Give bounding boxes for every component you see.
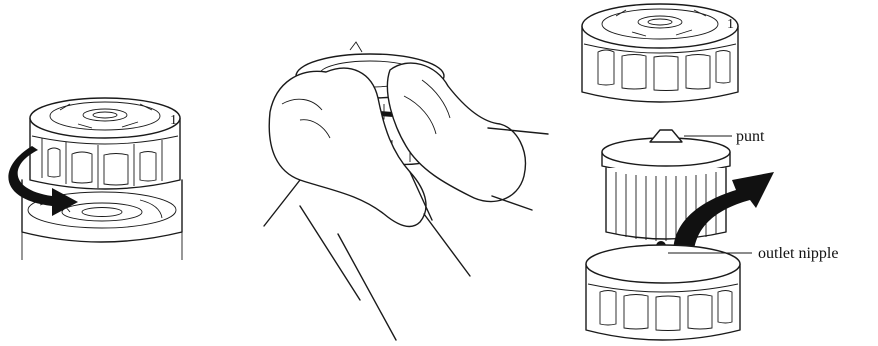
upper-cap: [30, 98, 180, 189]
outlet-nipple-label: outlet nipple: [758, 245, 838, 262]
exploded-bottom-housing: [586, 245, 740, 340]
exploded-top-cap: [582, 4, 738, 102]
panel-hands: [264, 42, 548, 340]
punt-label: punt: [736, 128, 765, 145]
panel-exploded: 1 punt outlet nipple: [582, 4, 838, 340]
panel-rotate: 1: [8, 98, 182, 260]
filter-element: [602, 130, 730, 251]
lower-housing: [22, 180, 182, 260]
panel-exploded-number: 1: [727, 17, 734, 32]
panel-rotate-number: 1: [170, 113, 177, 128]
